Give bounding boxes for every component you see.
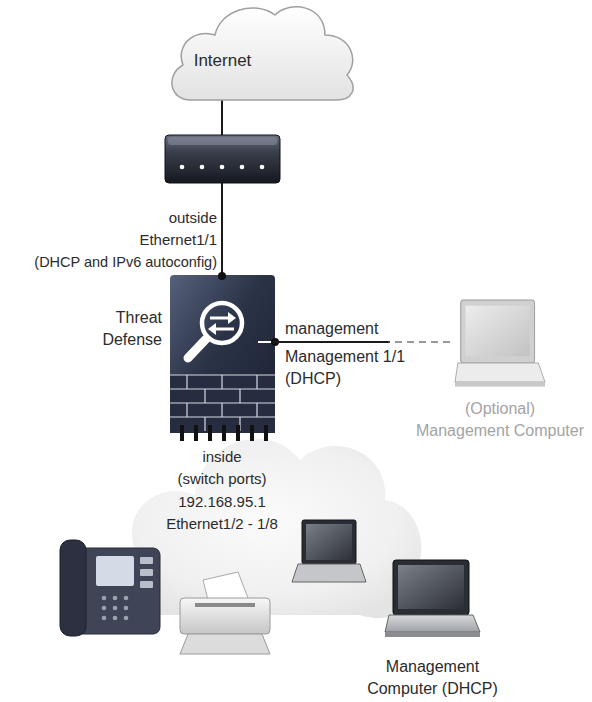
firewall-device <box>170 375 275 431</box>
firewall-device <box>236 425 240 441</box>
printer <box>180 634 270 654</box>
interface-label: 192.168.95.1 <box>122 491 322 513</box>
firewall-device <box>204 389 205 403</box>
ip-phone <box>60 540 86 636</box>
laptop-computer <box>398 565 464 609</box>
firewall-device <box>222 425 226 441</box>
laptop-computer <box>455 382 545 387</box>
interface-label: outside <box>17 207 217 229</box>
firewall-device <box>170 275 275 433</box>
laptop-computer: (Optional)Management Computer <box>455 300 545 390</box>
laptop-computer: Management Computer (DHCP) <box>385 560 480 640</box>
firewall-device <box>221 375 222 389</box>
cloud-label: Internet <box>165 50 280 72</box>
laptop-computer <box>385 632 480 637</box>
firewall-device <box>208 425 212 441</box>
interface-label: (switch ports) <box>122 468 322 490</box>
firewall-device <box>186 375 187 389</box>
laptop-computer <box>461 300 535 363</box>
laptop-computer <box>465 306 529 357</box>
firewall-device <box>210 317 230 320</box>
connector-group <box>275 342 455 343</box>
interface-label: Management 1/1 <box>285 346 455 368</box>
firewall-device <box>258 341 275 343</box>
interface-label: (DHCP and IPv6 autoconfig) <box>2 251 217 273</box>
firewall-device <box>208 323 216 335</box>
firewall-device <box>239 389 240 403</box>
ip-phone <box>113 606 118 611</box>
router-device <box>165 135 280 183</box>
uplink-wire <box>221 182 223 276</box>
router-device <box>240 165 245 170</box>
uplink-wire <box>222 100 223 276</box>
laptop-computer <box>393 560 469 615</box>
interface-label: inside <box>122 446 322 468</box>
firewall-device <box>214 328 234 331</box>
laptop-computer <box>385 560 480 640</box>
link-label: management <box>285 318 378 340</box>
firewall-device <box>256 375 257 389</box>
firewall-device <box>170 375 275 433</box>
ip-phone <box>102 596 107 601</box>
firewall-device <box>186 403 187 417</box>
router-device <box>220 165 225 170</box>
computer-label: Management Computer (DHCP) <box>360 656 505 700</box>
ip-phone <box>113 616 118 621</box>
interface-label: Ethernet1/2 - 1/8 <box>122 513 322 535</box>
router-device <box>260 165 265 170</box>
firewall-device <box>264 425 268 441</box>
interface-label: (DHCP) <box>285 368 455 390</box>
firewall-device <box>188 339 206 358</box>
computer-label: (Optional) <box>387 398 592 420</box>
link-line <box>275 341 455 343</box>
laptop-computer <box>455 300 545 390</box>
laptop-computer <box>455 363 545 382</box>
firewall-device <box>250 425 254 441</box>
router-device <box>165 135 280 183</box>
device-label: Threat Defense <box>88 307 162 351</box>
firewall-device <box>228 312 236 324</box>
firewall-device <box>204 417 205 431</box>
ip-phone <box>102 616 107 621</box>
firewall-device <box>180 425 184 441</box>
internet-cloud: Internet <box>165 0 360 105</box>
ip-phone <box>124 616 129 621</box>
firewall-device <box>170 275 275 445</box>
firewall-device <box>194 425 198 441</box>
ip-phone <box>102 606 107 611</box>
firewall-device <box>221 403 222 417</box>
firewall-device <box>180 425 268 441</box>
firewall-device: Threat Defense <box>170 275 275 445</box>
laptop-computer <box>385 615 480 632</box>
interface-label: Ethernet1/1 <box>17 229 217 251</box>
router-device <box>180 165 185 170</box>
router-device <box>168 137 277 145</box>
router-device <box>200 165 205 170</box>
uplink-wire <box>221 100 223 136</box>
firewall-device <box>256 403 257 417</box>
network-cloud <box>111 439 421 618</box>
computer-label: Management Computer <box>387 420 592 442</box>
